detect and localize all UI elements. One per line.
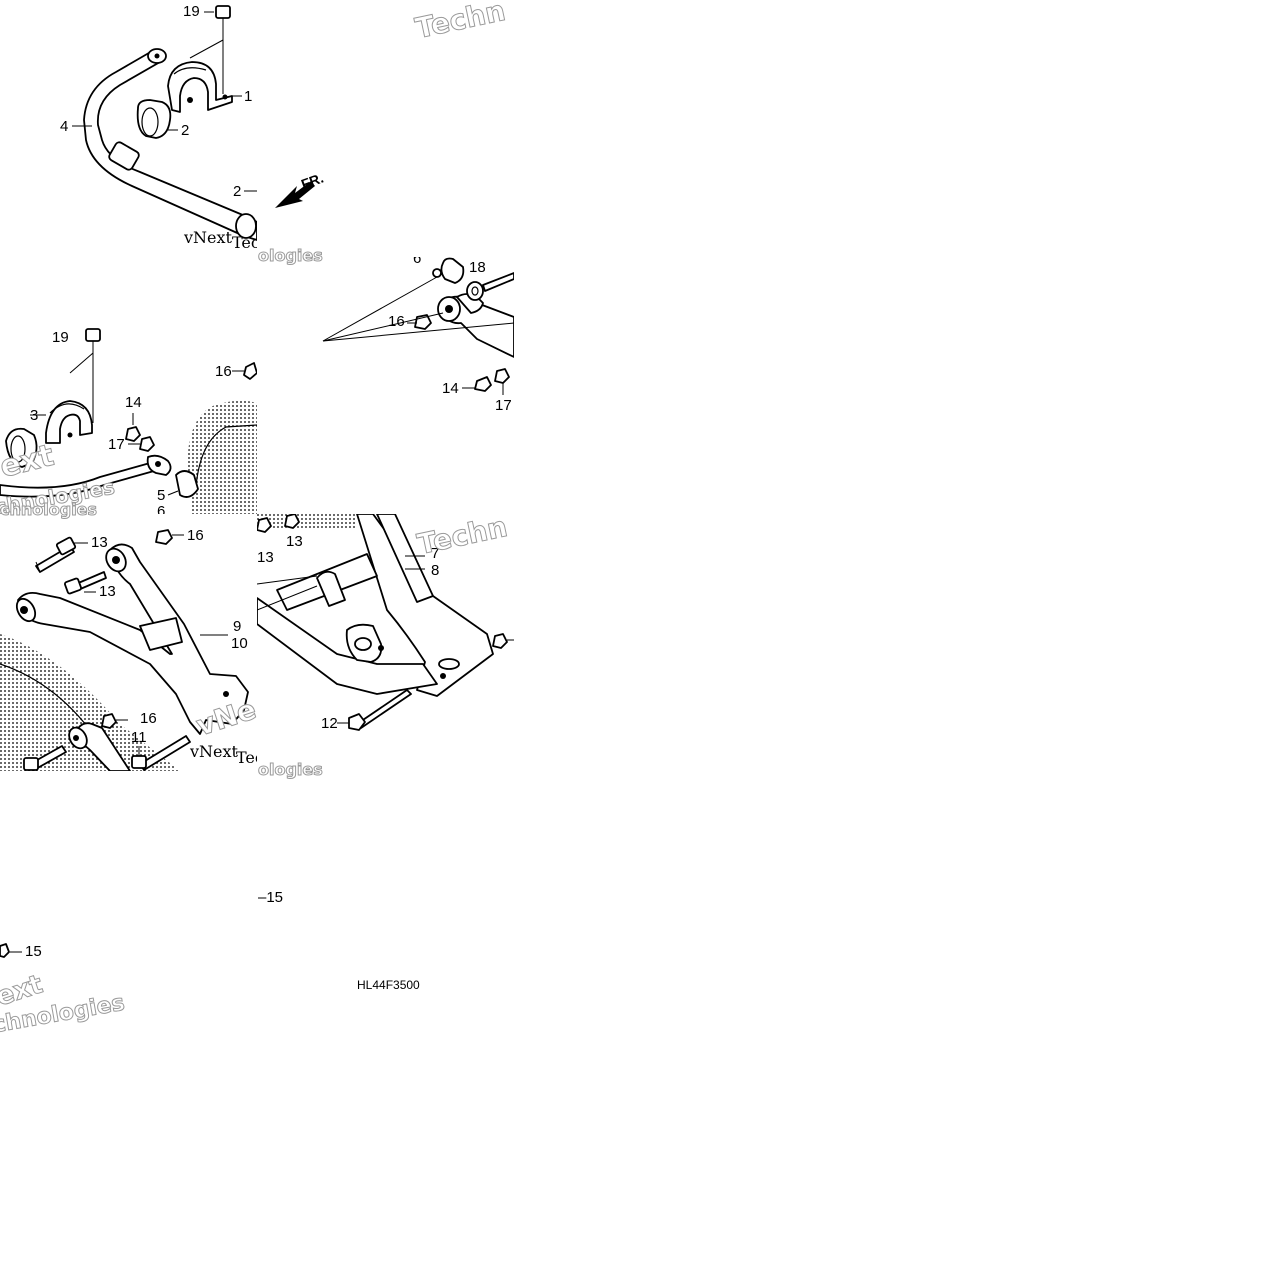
callout-19: 19 (52, 329, 69, 346)
callout-2b: 2 (233, 183, 242, 200)
callout-13b: 13 (286, 533, 303, 550)
callout-16: 16 (215, 363, 232, 380)
callout-2: 2 (181, 122, 190, 139)
callout-6: 6 (413, 257, 422, 267)
direction-arrow-icon (0, 0, 257, 257)
tile-rear-frame: 13 13 7 8 12 Techn (257, 514, 514, 771)
loose-hardware-drawing (0, 897, 266, 958)
callout-5: 5 (157, 487, 166, 504)
callout-19: 19 (183, 3, 200, 20)
callout-16: 16 (187, 527, 204, 544)
rear-frame-drawing (257, 514, 514, 731)
watermark-text: chnologies (0, 500, 98, 519)
callout-7: 7 (431, 545, 440, 562)
callout-1: 1 (244, 88, 253, 105)
watermark-text: vNext (190, 742, 238, 761)
callout-6: 6 (157, 503, 166, 514)
callout-9: 9 (233, 618, 242, 635)
callout-15b: 15 (25, 943, 42, 960)
watermark-text: Tec (236, 748, 257, 767)
rear-arm-hardware-drawing (322, 257, 514, 395)
callout-10: 10 (231, 635, 248, 652)
callout-4: 4 (60, 118, 69, 135)
tile-rear-arm-hardware: 6 18 16 14 17 (257, 257, 514, 514)
callout-15-number: 15 (266, 889, 284, 906)
tile-stabilizer-bar: 19 1 2 4 2 vNext Tec (0, 0, 257, 257)
callout-16: 16 (388, 313, 405, 330)
callout-12: 12 (321, 715, 338, 732)
callout-14: 14 (442, 380, 459, 397)
callout-13b: 13 (99, 583, 116, 600)
callout-8: 8 (431, 562, 440, 579)
direction-arrow-icon (275, 181, 315, 208)
tile-bracket-link: 19 3 14 17 16 5 6 ext chnologies (0, 257, 257, 514)
watermark-text: Tec (232, 233, 257, 252)
drawing-code: HL44F3500 (357, 978, 420, 992)
callout-14: 14 (125, 394, 142, 411)
tile-fr-label: FR. Techn (257, 0, 514, 257)
callout-17: 17 (495, 397, 512, 414)
bracket-link-drawing (0, 328, 257, 514)
callout-15: –15 (258, 889, 284, 906)
callout-17: 17 (108, 436, 125, 453)
watermark-text: ologies (258, 760, 324, 779)
stabilizer-bar-drawing (72, 5, 257, 241)
lower-arm-drawing (0, 529, 249, 771)
watermark-text: vNext (184, 228, 232, 247)
watermark-text: ologies (258, 246, 324, 265)
tile-lower-arm: 13 16 13 9 10 16 11 vNe vNext Tec (0, 514, 257, 771)
callout-11: 11 (131, 729, 147, 746)
fr-arrow-drawing (275, 181, 315, 208)
callout-18: 18 (469, 259, 486, 276)
callout-3: 3 (30, 407, 39, 424)
callout-16b: 16 (140, 710, 157, 727)
callout-13: 13 (257, 549, 274, 566)
callout-13: 13 (91, 534, 108, 551)
